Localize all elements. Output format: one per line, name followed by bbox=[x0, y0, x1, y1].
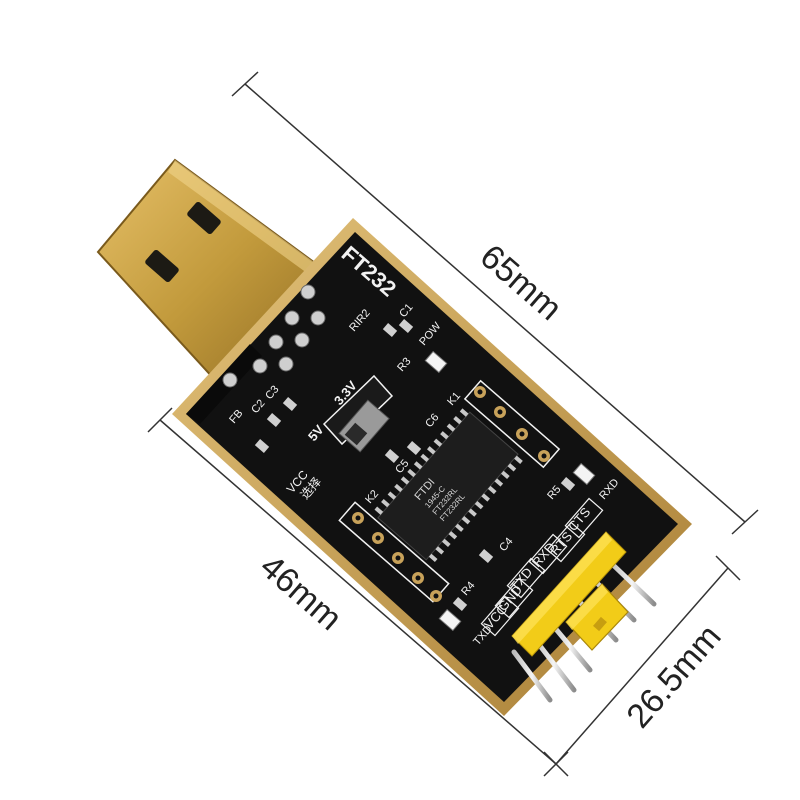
rxd-led bbox=[572, 462, 596, 486]
jumper-cap bbox=[565, 583, 629, 651]
dimension-26-5mm bbox=[543, 555, 741, 777]
pin-header bbox=[511, 531, 657, 703]
dimension-width-label: 26.5mm bbox=[619, 618, 728, 736]
pow-led bbox=[424, 350, 448, 374]
k1-pin-row bbox=[463, 379, 561, 469]
smd-components bbox=[254, 319, 576, 611]
voltage-select-switch bbox=[322, 374, 394, 453]
usb-shield-pads bbox=[222, 284, 326, 388]
dimension-length-label: 65mm bbox=[473, 237, 569, 328]
ft232rl-chip: FTDI 1945-C FT232RL FT232RL bbox=[374, 408, 523, 563]
pin-label-boxes bbox=[480, 497, 604, 637]
dimension-65mm bbox=[231, 71, 759, 535]
txd-led bbox=[438, 608, 462, 632]
k2-pin-row bbox=[338, 501, 450, 603]
